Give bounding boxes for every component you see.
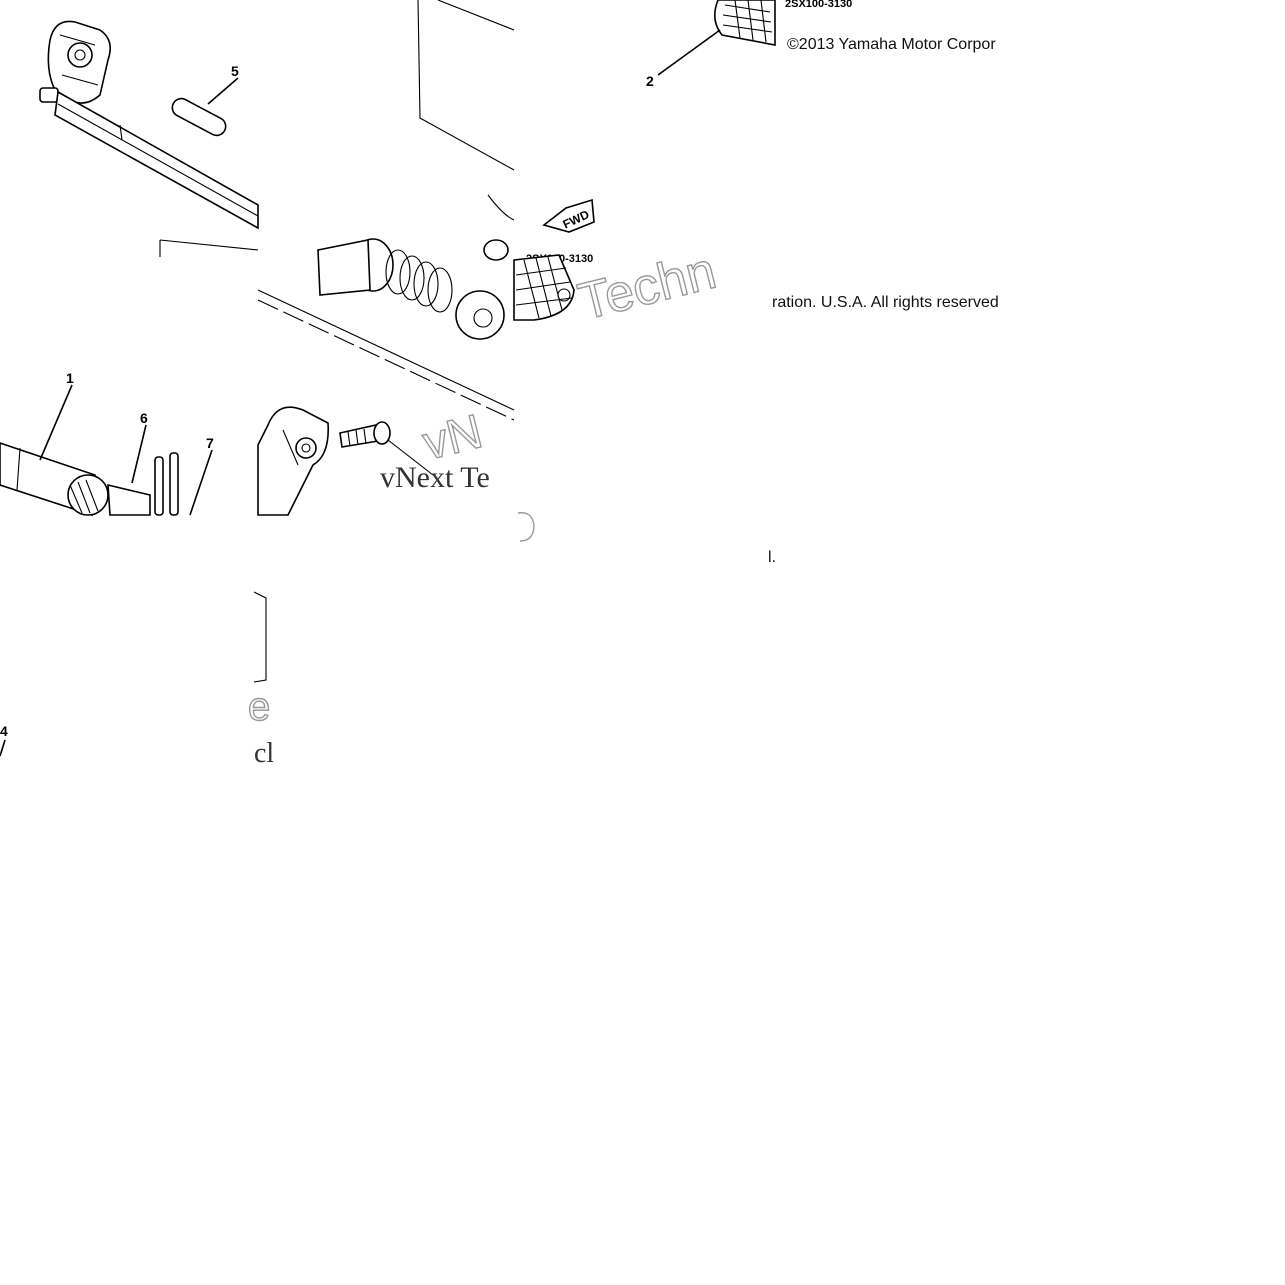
part-7-pins: 7	[154, 435, 214, 516]
tile-pedal-arm: vN vNext Te	[257, 404, 490, 516]
shaft-stub	[317, 239, 509, 296]
tile-callout-4: 4	[0, 723, 8, 757]
clamp-bolt	[339, 421, 434, 476]
watermark-techn: Techn	[573, 242, 722, 332]
knurled-pedal-tip	[513, 254, 575, 321]
tile-fwd-pedal: FWD 2SX100-3130 Techn	[513, 198, 722, 332]
tile-bracket-strip: e cl	[247, 591, 274, 769]
callout-6: 6	[140, 410, 148, 426]
watermark-cl: cl	[254, 738, 274, 769]
tile-pedal-tip: 2	[646, 0, 776, 89]
callout-1: 1	[66, 370, 74, 386]
tile-shift-shaft: 5	[39, 20, 259, 257]
copyright-part1: ©2013 Yamaha Motor Corpor	[787, 36, 996, 53]
tile-shaft-lower: 1 6 7	[0, 370, 214, 517]
callout-5: 5	[231, 63, 239, 79]
callout-4: 4	[0, 723, 8, 739]
part-code-top: 2SX100-3130	[785, 0, 852, 10]
copyright-part2: ration. U.S.A. All rights reserved	[772, 294, 999, 311]
shift-shaft	[54, 90, 259, 230]
lower-lines	[257, 289, 515, 421]
callout-7: 7	[206, 435, 214, 451]
callout-2: 2	[646, 73, 654, 89]
part-5-pin: 5	[171, 63, 239, 137]
copyright-part3: l.	[768, 549, 776, 566]
watermark-vnext: vNext Te	[380, 461, 490, 494]
part-2-pedal-rubber: 2	[646, 0, 776, 89]
tile-part-code-top: 2SX100-3130	[785, 0, 852, 10]
shift-arm	[257, 406, 330, 516]
spring-collar	[455, 290, 505, 340]
tile-housing	[257, 0, 515, 421]
shift-cam-assembly	[39, 20, 111, 104]
tile-wm-strip	[517, 512, 535, 542]
housing-outline	[417, 0, 515, 221]
fwd-arrow: FWD	[542, 198, 595, 233]
part-6-seal: 6	[67, 410, 151, 516]
watermark-e: e	[248, 685, 270, 729]
